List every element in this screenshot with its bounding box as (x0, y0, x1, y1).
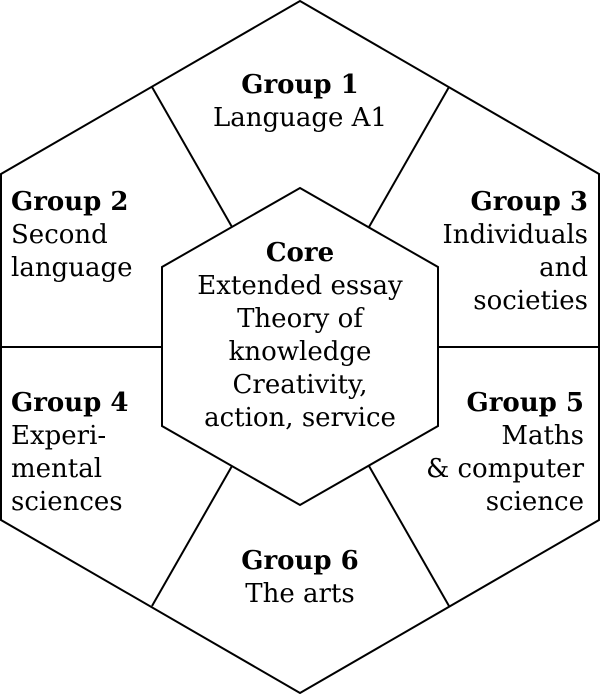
group-4-line-1: Experi- (11, 421, 107, 451)
group-1-title: Group 1 (241, 70, 359, 100)
group-3-line-1: Individuals (442, 220, 588, 250)
core-title: Core (265, 238, 335, 268)
group-4-line-3: sciences (11, 487, 123, 517)
group-4-title: Group 4 (11, 388, 129, 418)
group-3-line-3: societies (473, 286, 588, 316)
group-3-title: Group 3 (470, 187, 588, 217)
core-line-4: Creativity, (232, 370, 368, 400)
group-6-line-1: The arts (245, 579, 355, 609)
group-1-label: Group 1 Language A1 (150, 69, 450, 135)
group-2-title: Group 2 (11, 187, 129, 217)
group-2-label: Group 2 Second language (11, 186, 132, 285)
group-6-title: Group 6 (241, 546, 359, 576)
group-3-line-2: and (539, 253, 588, 283)
group-3-label: Group 3 Individuals and societies (442, 186, 588, 318)
core-line-1: Extended essay (197, 271, 403, 301)
divider-top-left (151, 86, 233, 228)
core-line-5: action, service (204, 403, 396, 433)
group-2-line-2: language (11, 253, 133, 283)
group-5-line-2: & computer (426, 454, 584, 484)
group-4-line-2: mental (11, 454, 103, 484)
core-hexagon (161, 186, 439, 507)
core-line-2: Theory of (237, 304, 363, 334)
core-label: Core Extended essay Theory of knowledge … (163, 237, 437, 435)
group-4-label: Group 4 Experi- mental sciences (11, 387, 128, 519)
group-5-label: Group 5 Maths & computer science (426, 387, 584, 519)
divider-top-right (368, 86, 450, 228)
group-6-label: Group 6 The arts (150, 545, 450, 611)
divider-bottom-right (368, 465, 450, 607)
group-1-line-1: Language A1 (212, 103, 387, 133)
group-5-line-3: science (485, 487, 584, 517)
group-5-title: Group 5 (466, 388, 584, 418)
group-2-line-1: Second (11, 220, 108, 250)
group-5-line-1: Maths (501, 421, 584, 451)
core-line-3: knowledge (228, 337, 372, 367)
divider-bottom-left (151, 465, 233, 607)
